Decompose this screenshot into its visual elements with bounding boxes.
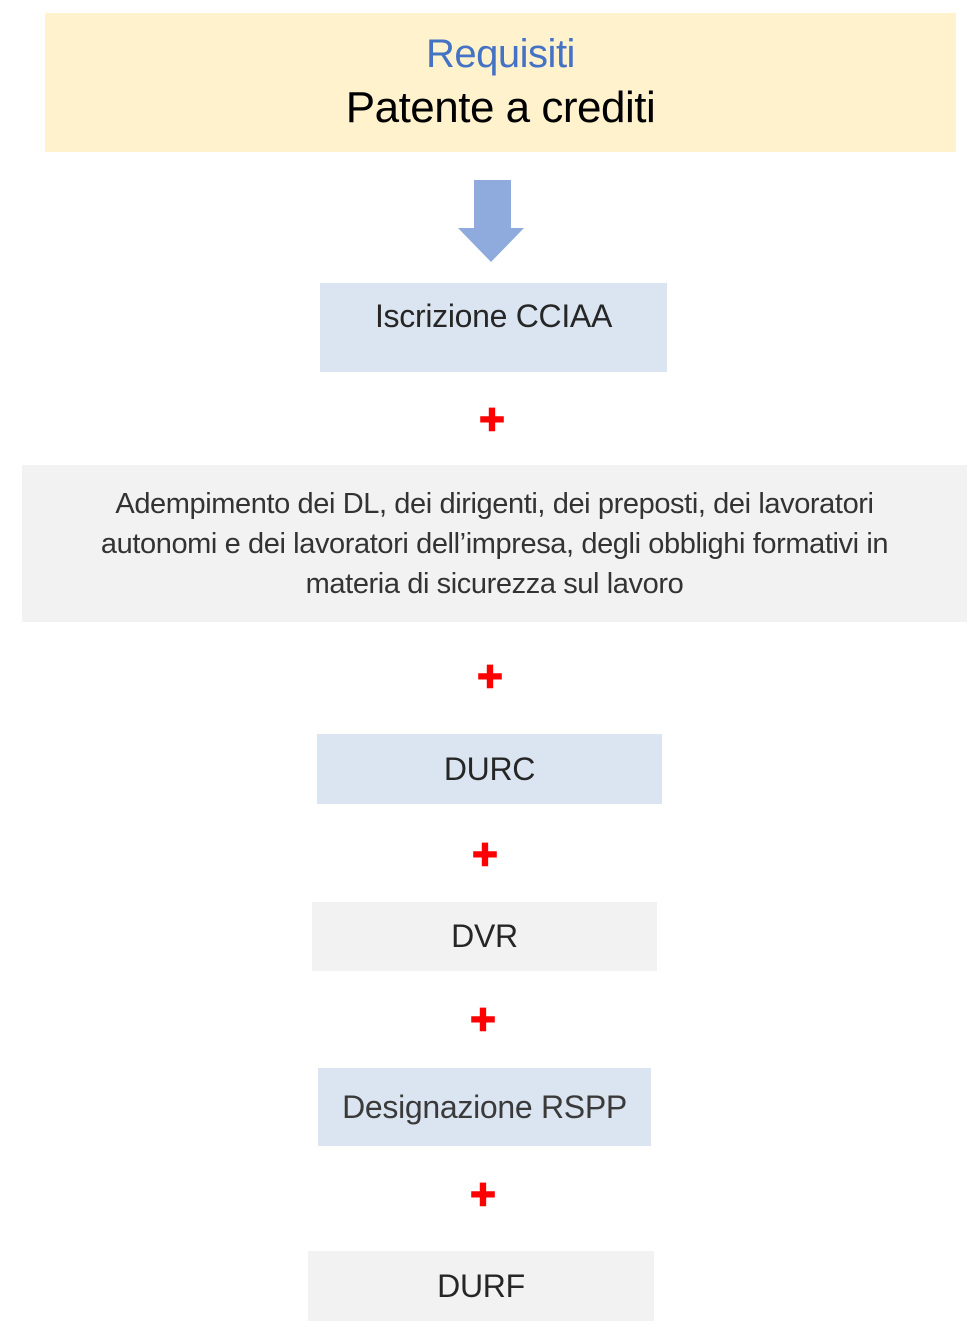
box-adempimento-obblighi-formativi: Adempimento dei DL, dei dirigenti, dei p… bbox=[22, 465, 967, 622]
title-banner: Requisiti Patente a crediti bbox=[45, 13, 956, 152]
plus-icon: + bbox=[462, 390, 522, 450]
plus-symbol: + bbox=[478, 395, 505, 444]
plus-icon: + bbox=[455, 825, 515, 885]
diagram-subtitle: Patente a crediti bbox=[345, 83, 656, 133]
box-designazione-rspp: Designazione RSPP bbox=[318, 1068, 651, 1146]
plus-symbol: + bbox=[471, 830, 498, 879]
plus-icon: + bbox=[460, 647, 520, 707]
box-durc: DURC bbox=[317, 734, 662, 804]
plus-icon: + bbox=[453, 1165, 513, 1225]
paragraph-line: materia di sicurezza sul lavoro bbox=[305, 567, 684, 600]
diagram-title: Requisiti bbox=[426, 32, 575, 77]
down-arrow-icon bbox=[458, 180, 524, 262]
box-label: DURC bbox=[443, 750, 536, 787]
paragraph-line: Adempimento dei DL, dei dirigenti, dei p… bbox=[115, 487, 874, 520]
box-durf: DURF bbox=[308, 1251, 654, 1321]
box-label: Iscrizione CCIAA bbox=[374, 298, 613, 334]
box-iscrizione-cciaa: Iscrizione CCIAA bbox=[320, 283, 667, 372]
paragraph-line: autonomi e dei lavoratori dell’impresa, … bbox=[100, 527, 889, 560]
plus-symbol: + bbox=[476, 652, 503, 701]
plus-symbol: + bbox=[469, 1170, 496, 1219]
box-label: DURF bbox=[437, 1267, 525, 1304]
plus-symbol: + bbox=[469, 995, 496, 1044]
box-dvr: DVR bbox=[312, 902, 657, 971]
box-label: Designazione RSPP bbox=[342, 1088, 627, 1125]
box-label: DVR bbox=[451, 918, 518, 954]
plus-icon: + bbox=[453, 990, 513, 1050]
